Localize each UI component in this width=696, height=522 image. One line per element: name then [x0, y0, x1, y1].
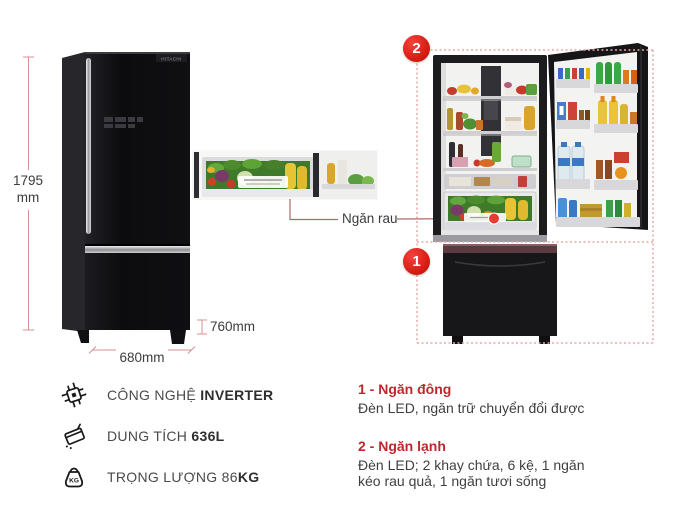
door-bin-1-left: [556, 68, 590, 88]
fridge-description-block: 2 - Ngăn lạnh Đèn LED; 2 khay chứa, 6 kệ…: [358, 438, 608, 490]
door-bin-3-left: [556, 142, 590, 189]
fridge-title: 2 - Ngăn lạnh: [358, 437, 446, 454]
control-display: [104, 117, 143, 128]
callout-dotted-frame: [416, 49, 654, 344]
door-bin-3-right: [594, 152, 638, 190]
freezer-door: [443, 244, 557, 344]
shelf3-items: [449, 142, 532, 168]
svg-text:KG: KG: [69, 478, 79, 485]
open-fridge-illustration: [433, 43, 648, 344]
freezer-handle: [85, 246, 190, 253]
interior-shelves: [443, 96, 537, 171]
chiller-tray: [444, 174, 536, 189]
door-bin-2-right: [594, 96, 638, 133]
inverter-chip-icon: [58, 379, 90, 411]
door-bin-4: [556, 198, 640, 227]
carton-icon: [58, 420, 90, 452]
compartment-descriptions: 1 - Ngăn đông Đèn LED, ngăn trữ chuyển đ…: [358, 381, 608, 490]
freezer-description-block: 1 - Ngăn đông Đèn LED, ngăn trữ chuyển đ…: [358, 381, 608, 417]
feature-row-capacity: DUNG TÍCH 636L: [58, 420, 326, 452]
height-dimension-label: 1795 mm: [4, 172, 52, 206]
brand-logo: HITACHI: [156, 54, 187, 62]
inset-label: [238, 176, 288, 188]
freezer-desc: Đèn LED, ngăn trữ chuyển đổi được: [358, 400, 585, 416]
kettlebell-icon: KG: [58, 461, 90, 493]
svg-text:HITACHI: HITACHI: [161, 57, 181, 62]
fridge-compartment-badge: 2: [403, 35, 430, 62]
veg-drawer: [443, 191, 537, 231]
veg-drawer-marker-dot: [488, 212, 500, 225]
veg-drawer-inset: [192, 150, 378, 200]
width-dimension-line: [88, 346, 196, 354]
door-bin-2-left: [556, 102, 590, 129]
feature-row-weight: KG TRỌNG LƯỢNG 86KG: [58, 461, 326, 493]
feature-label: CÔNG NGHỆ INVERTER: [107, 387, 274, 403]
width-dimension-label: 680mm: [119, 350, 165, 365]
depth-dimension-line: [197, 319, 207, 335]
closed-fridge-illustration: HITACHI: [62, 52, 190, 344]
shelf1-items: [447, 82, 537, 95]
height-value: 1795: [12, 173, 44, 188]
open-door: [548, 43, 648, 230]
door-bin-1-right: [594, 62, 638, 93]
feature-list: CÔNG NGHỆ INVERTER DUNG TÍCH 636L: [58, 379, 326, 502]
fridge-desc: Đèn LED; 2 khay chứa, 6 kệ, 1 ngăn kéo r…: [358, 456, 585, 490]
freezer-compartment-badge: 1: [403, 248, 430, 275]
depth-dimension-label: 760mm: [210, 319, 256, 334]
fridge-handle: [86, 58, 91, 234]
shelf2-items: [447, 106, 535, 130]
feature-label: DUNG TÍCH 636L: [107, 428, 225, 444]
feature-label: TRỌNG LƯỢNG 86KG: [107, 469, 260, 485]
freezer-title: 1 - Ngăn đông: [358, 381, 452, 397]
height-dimension-line: [23, 56, 34, 331]
inset-door-section: [319, 151, 377, 199]
feature-row-inverter: CÔNG NGHỆ INVERTER: [58, 379, 326, 411]
height-unit: mm: [16, 190, 40, 205]
veg-drawer-callout-label: Ngăn rau: [342, 211, 398, 226]
